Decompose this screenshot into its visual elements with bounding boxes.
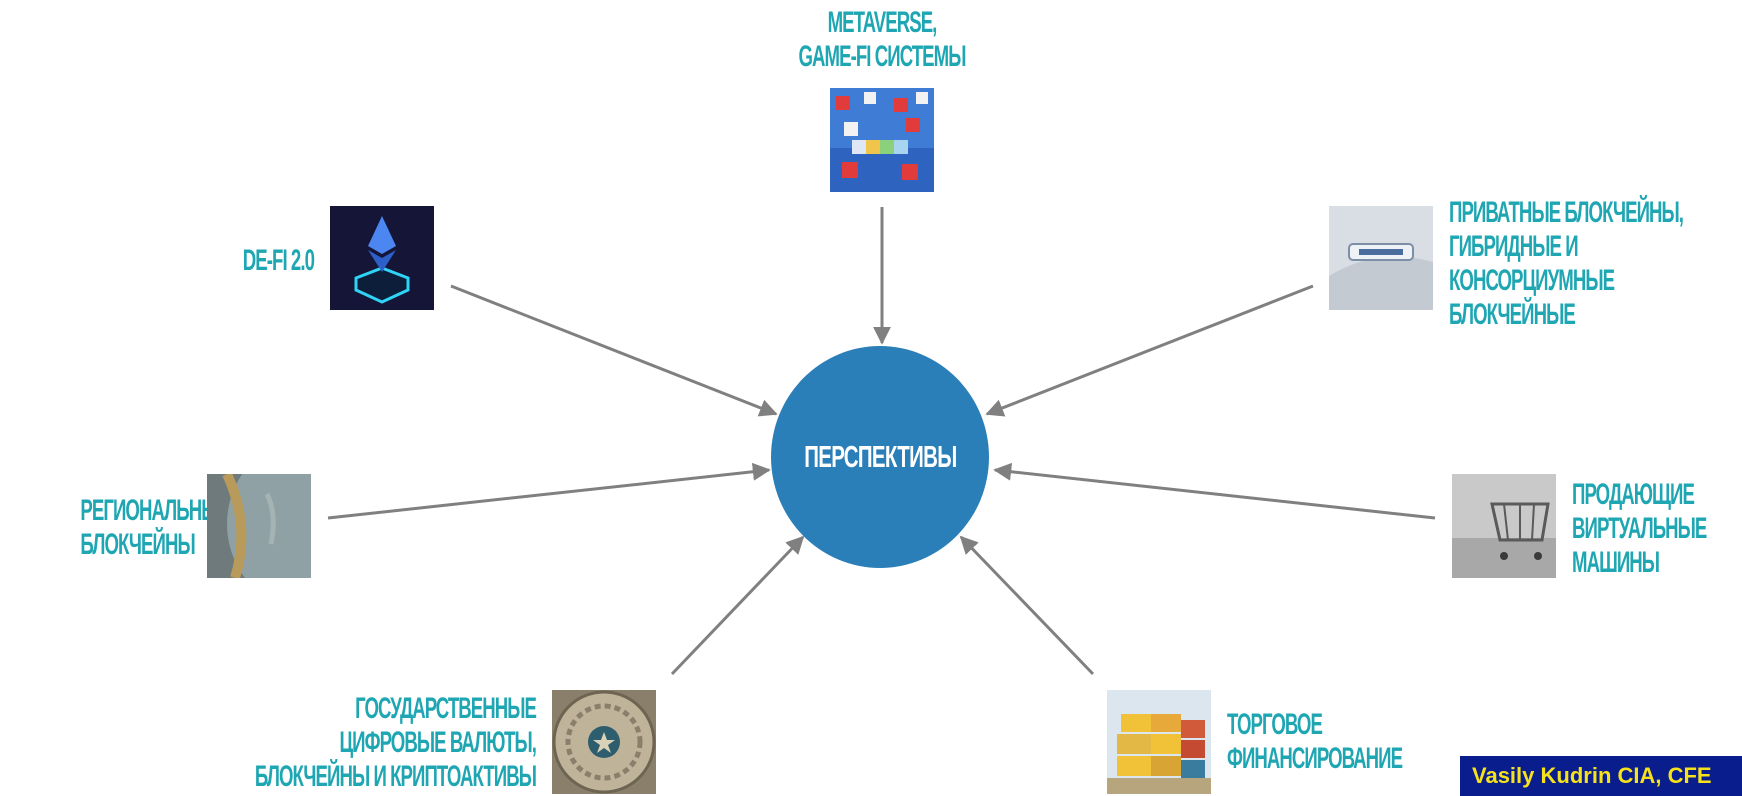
vm-image [1452,474,1556,578]
private-image [1329,206,1433,310]
metaverse-label-line-1: METAVERSE, [827,6,938,39]
trade-image [1107,690,1211,794]
gov-label-line-3: БЛОКЧЕЙНЫ И КРИПТОАКТИВЫ [254,760,537,793]
regional-label-line-2: БЛОКЧЕЙНЫ [80,528,195,561]
regional-label: РЕГИОНАЛЬНЫЕ БЛОКЧЕЙНЫ [80,494,231,562]
defi-label: DE-FI 2.0 [127,244,315,278]
trade-label: ТОРГОВОЕ ФИНАНСИРОВАНИЕ [1227,708,1403,776]
arrow-defi [450,284,778,417]
private-label-line-1: ПРИВАТНЫЕ БЛОКЧЕЙНЫ, [1449,196,1684,229]
defi-label-line-1: DE-FI 2.0 [242,244,315,277]
private-label: ПРИВАТНЫЕ БЛОКЧЕЙНЫ, ГИБРИДНЫЕ И КОНСОРЦ… [1449,196,1734,332]
arrow-gov [670,535,805,676]
metaverse-label: METAVERSE, GAME-FI СИСТЕМЫ [783,6,981,74]
regional-image [207,474,311,578]
metaverse-label-line-2: GAME-FI СИСТЕМЫ [798,40,967,73]
arrow-private [985,284,1314,417]
private-label-line-4: БЛОКЧЕЙНЫЕ [1449,298,1576,331]
regional-label-line-1: РЕГИОНАЛЬНЫЕ [80,494,231,527]
vm-label-line-3: МАШИНЫ [1572,546,1660,579]
private-label-line-3: КОНСОРЦИУМНЫЕ [1449,264,1615,297]
arrow-trade [959,535,1095,676]
vm-label-line-1: ПРОДАЮЩИЕ [1572,478,1695,511]
private-label-line-2: ГИБРИДНЫЕ И [1449,230,1579,263]
gov-image [552,690,656,794]
metaverse-image [830,88,934,192]
arrow-vm [993,462,1436,520]
vm-label-line-2: ВИРТУАЛЬНЫЕ [1572,512,1707,545]
hub-label: ПЕРСПЕКТИВЫ [803,439,957,474]
vm-label: ПРОДАЮЩИЕ ВИРТУАЛЬНЫЕ МАШИНЫ [1572,478,1707,580]
author-banner: Vasily Kudrin CIA, CFE [1460,756,1742,796]
trade-label-line-1: ТОРГОВОЕ [1227,708,1323,741]
trade-label-line-2: ФИНАНСИРОВАНИЕ [1227,742,1403,775]
arrow-regional [327,462,771,520]
gov-label-line-1: ГОСУДАРСТВЕННЫЕ [355,692,537,725]
gov-label: ГОСУДАРСТВЕННЫЕ ЦИФРОВЫЕ ВАЛЮТЫ, БЛОКЧЕЙ… [211,692,537,794]
defi-image [330,206,434,310]
gov-label-line-2: ЦИФРОВЫЕ ВАЛЮТЫ, [339,726,537,759]
hub-circle: ПЕРСПЕКТИВЫ [771,346,989,568]
